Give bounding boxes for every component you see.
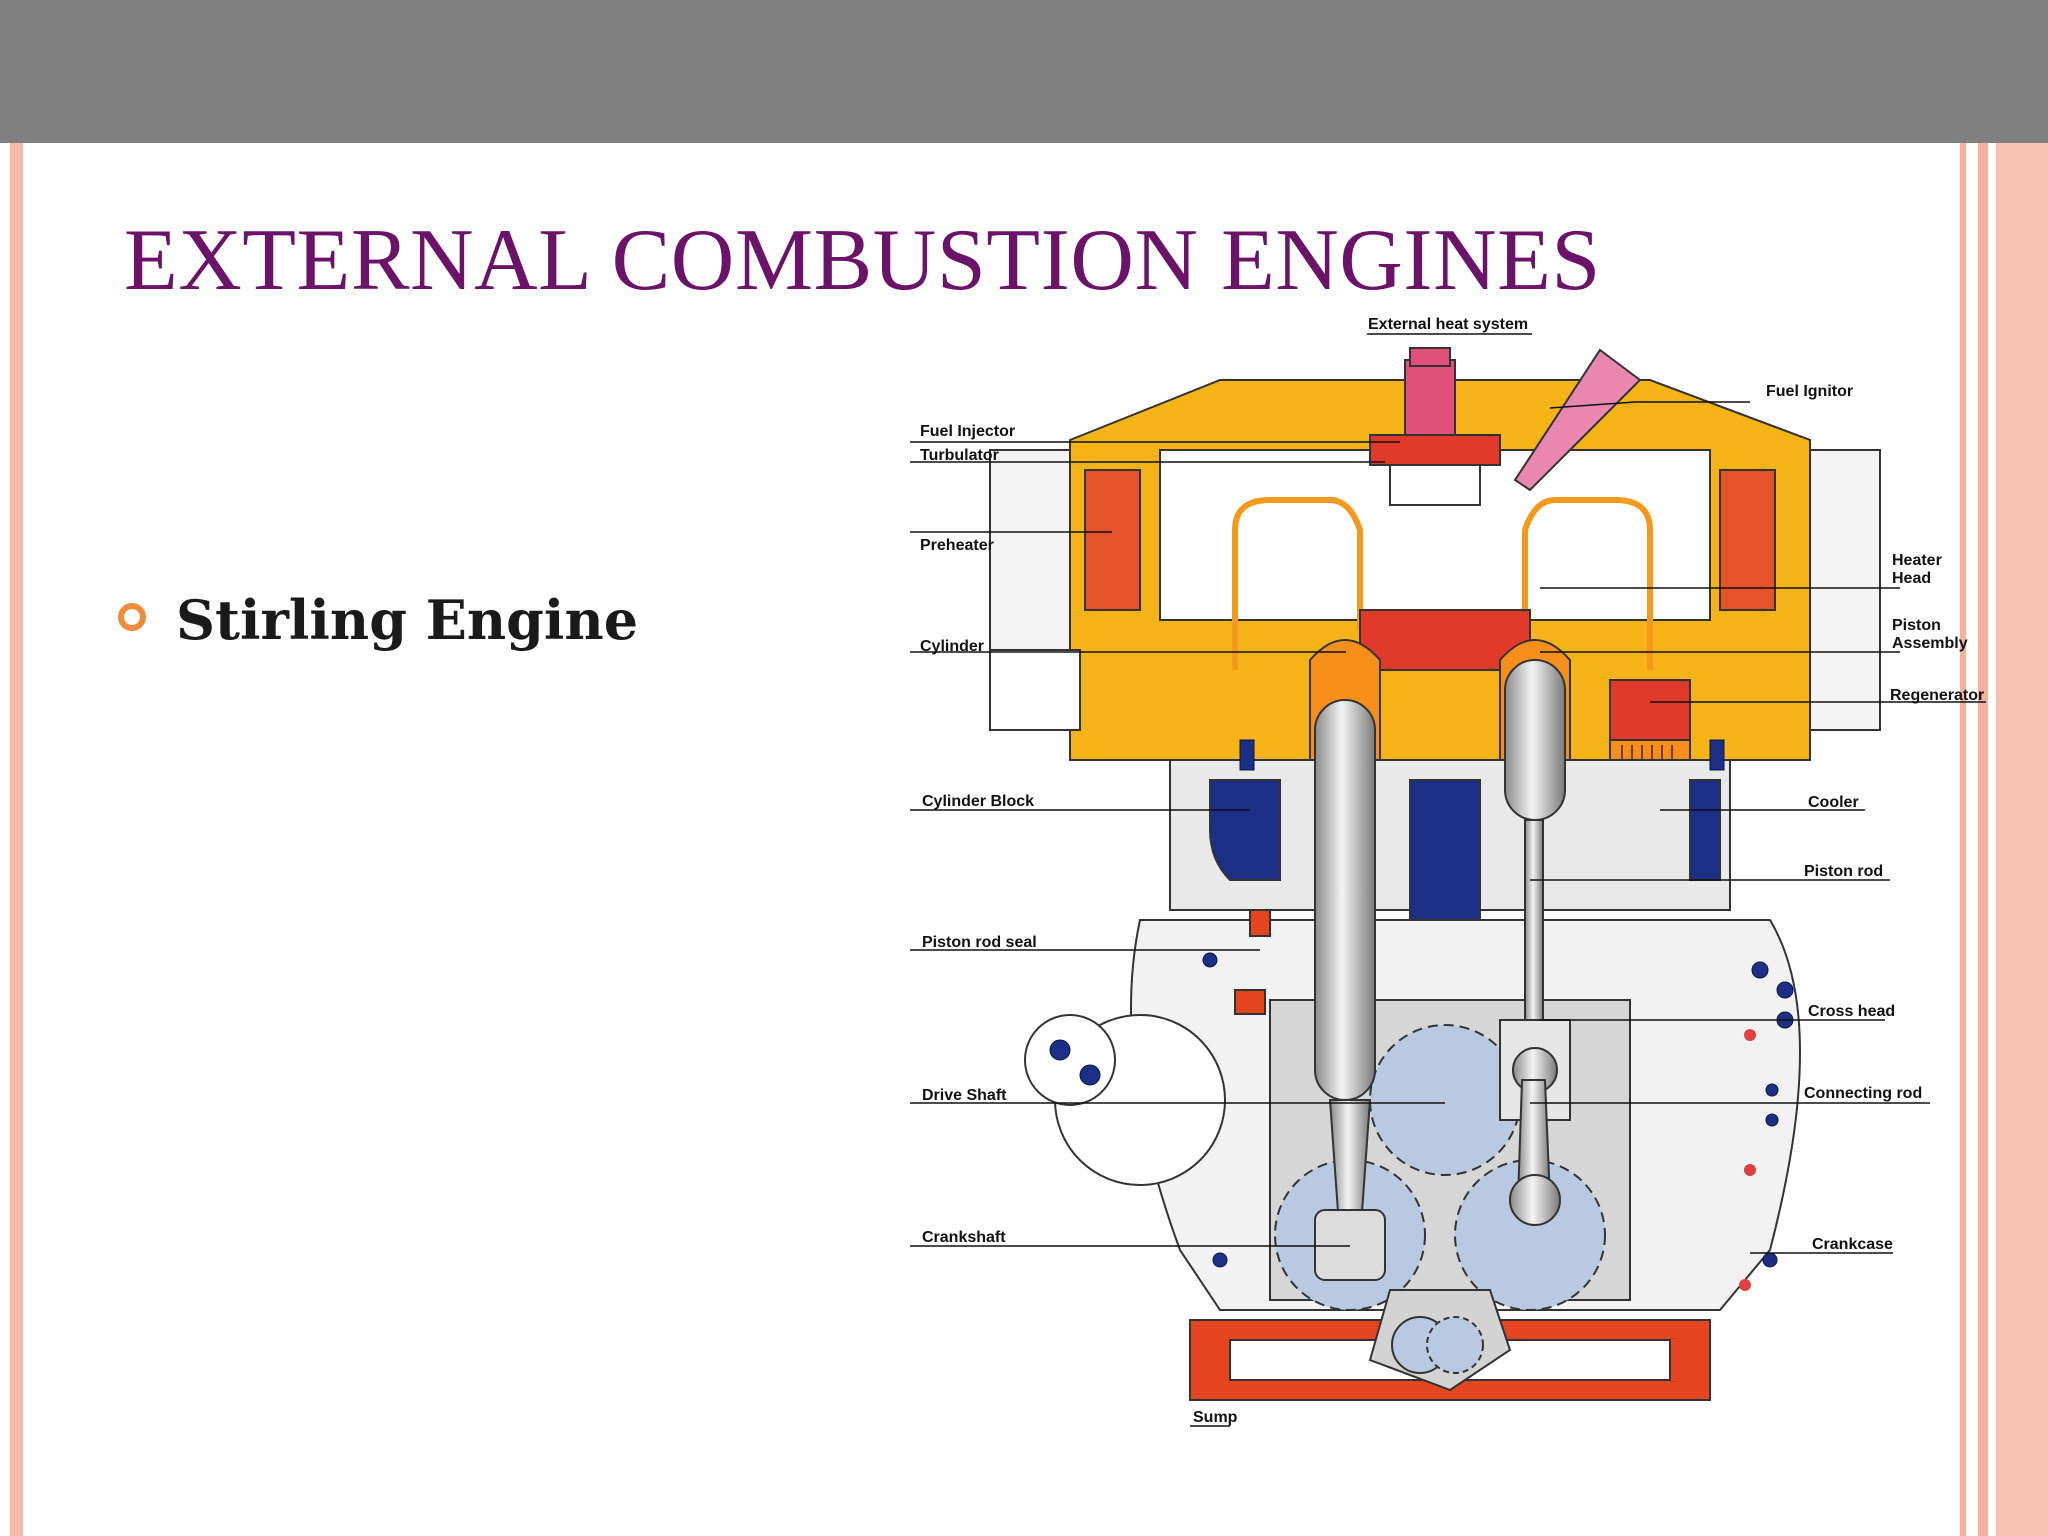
left-port (989, 649, 1081, 731)
pulley-small (1024, 1014, 1116, 1106)
label-cylinder: Cylinder (920, 638, 984, 655)
label-drive-shaft: Drive Shaft (922, 1087, 1007, 1104)
right-accent-stripe (1978, 143, 1988, 1536)
label-piston-assembly: Piston (1892, 617, 1941, 634)
label-piston-assembly: Assembly (1892, 635, 1968, 652)
injector-body (1404, 359, 1456, 436)
label-piston-rod: Piston rod (1804, 863, 1883, 880)
coolant-right (1689, 779, 1721, 881)
right-accent-stripe (1996, 143, 2048, 1536)
label-crankshaft: Crankshaft (922, 1229, 1006, 1246)
label-crankcase: Crankcase (1812, 1236, 1893, 1253)
preheater-left (1084, 469, 1141, 611)
rod-seal-lower (1234, 989, 1266, 1015)
label-sump: Sump (1193, 1409, 1238, 1426)
diagram-labels: External heat system Fuel Ignitor Fuel I… (920, 316, 1984, 1426)
burner-cup (1389, 464, 1481, 506)
right-casing (1809, 449, 1881, 731)
top-bar (0, 0, 2048, 143)
piston-left (1314, 699, 1376, 1101)
preheater-right (1719, 469, 1776, 611)
regenerator (1609, 679, 1691, 741)
label-piston-rod-seal: Piston rod seal (922, 934, 1037, 951)
label-connecting-rod: Connecting rod (1804, 1085, 1922, 1102)
oil-pump-gear-right (1426, 1316, 1484, 1374)
heater-inner (1159, 449, 1711, 621)
bullet-item: Stirling Engine (118, 588, 638, 652)
piston-right (1504, 659, 1566, 821)
label-heater-head: Head (1892, 570, 1931, 587)
stirling-engine-diagram: External heat system Fuel Ignitor Fuel I… (910, 316, 1986, 1427)
heater-tube-left (1232, 497, 1363, 670)
label-cylinder-block: Cylinder Block (922, 793, 1034, 810)
label-fuel-injector: Fuel Injector (920, 423, 1015, 440)
label-external-heat-system: External heat system (1368, 316, 1528, 333)
slide-title: EXTERNAL COMBUSTION ENGINES (124, 212, 1601, 309)
label-heater-head: Heater (1892, 552, 1942, 569)
turbulator (1369, 434, 1501, 466)
crank-pin-right (1509, 1174, 1561, 1226)
right-accent-stripe (1960, 143, 1966, 1536)
heater-tube-right (1522, 497, 1653, 670)
label-cooler: Cooler (1808, 794, 1859, 811)
injector-top (1409, 347, 1451, 367)
coolant-left (1209, 779, 1281, 881)
crank-pin-left (1314, 1209, 1386, 1281)
leader-lines (910, 333, 1986, 1427)
label-turbulator: Turbulator (920, 447, 999, 464)
label-fuel-ignitor: Fuel Ignitor (1766, 383, 1853, 400)
circle-bullet-icon (118, 603, 146, 631)
label-cross-head: Cross head (1808, 1003, 1895, 1020)
label-preheater: Preheater (920, 537, 994, 554)
rod-seal (1249, 909, 1271, 937)
left-accent-stripe (10, 143, 23, 1536)
fuel-ignitor (1513, 348, 1642, 492)
drive-gear (1369, 1024, 1521, 1176)
label-regenerator: Regenerator (1890, 687, 1984, 704)
bullet-text: Stirling Engine (176, 588, 639, 652)
engine-illustration (989, 347, 1881, 1401)
heater-head (1359, 609, 1531, 671)
